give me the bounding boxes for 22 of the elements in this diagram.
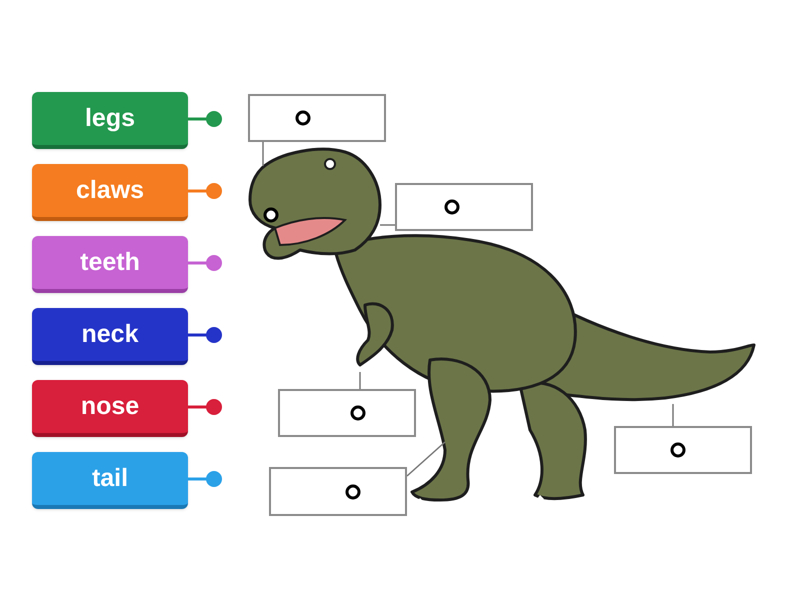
word-tile [32,380,188,437]
word-tile [32,236,188,293]
answer-box [395,183,533,231]
answer-box [278,389,416,437]
answer-box [614,426,752,474]
tile-label: tail [92,462,128,494]
leader-line [262,142,264,166]
tile-label: teeth [80,246,140,278]
leader-line [359,372,361,389]
word-tile [32,308,188,365]
answer-box [269,467,407,516]
leader-line [380,224,395,226]
tile-label: claws [76,174,144,206]
leader-line [672,404,674,426]
word-tile [32,164,188,221]
tile-label: legs [84,102,136,134]
leader-line [406,441,446,477]
answer-box [248,94,386,142]
word-tile [32,452,188,509]
tile-label: nose [80,390,140,422]
word-tile [32,92,188,149]
tile-label: neck [82,318,138,350]
